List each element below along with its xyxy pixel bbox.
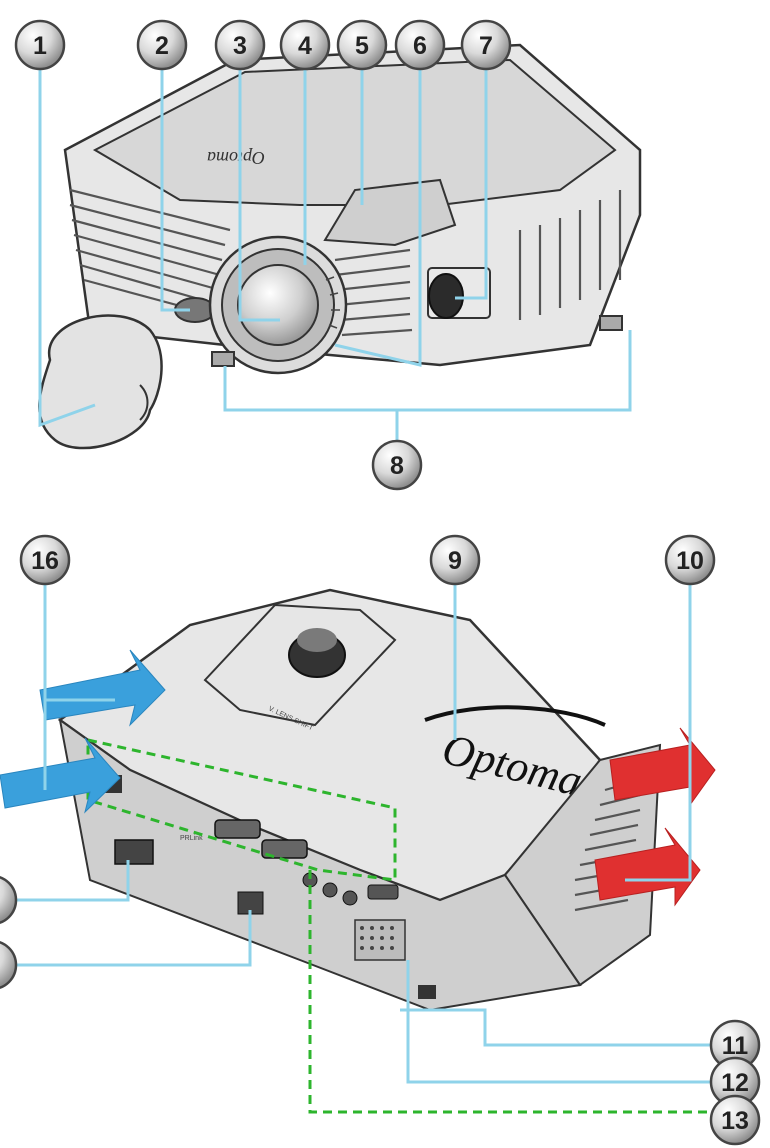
side-grille [518, 190, 622, 320]
front-grille-right [334, 248, 413, 337]
projector-rear-view: V. LENS SHIFT Optoma PRLink [57, 588, 662, 1012]
leaders-bottom [0, 585, 710, 1084]
callout-1-label: 1 [33, 32, 47, 60]
intake-arrows [0, 649, 166, 814]
callout-9: 9 [429, 534, 481, 586]
callout-7: 7 [460, 19, 512, 71]
vga-port-1 [214, 819, 261, 839]
callout-9-label: 9 [448, 547, 462, 575]
kensington-lock [418, 985, 436, 999]
callout-1: 1 [14, 19, 66, 71]
callout-6-label: 6 [413, 32, 427, 60]
callout-2: 2 [136, 19, 188, 71]
callout-10-label: 10 [676, 547, 704, 575]
projector-front-view: Optoma [63, 43, 642, 375]
callout-cutoff-upper [0, 876, 18, 924]
top-brand-text: Optoma [207, 148, 265, 168]
callout-10: 10 [664, 534, 716, 586]
callout-3-label: 3 [233, 32, 247, 60]
callouts: 1 2 3 4 5 6 7 8 [0, 19, 761, 1146]
callout-12: 12 [709, 1056, 761, 1108]
io-panel-highlight [86, 738, 397, 882]
callout-4-label: 4 [298, 32, 312, 60]
callout-cutoff-lower [0, 941, 18, 989]
callout-5-label: 5 [355, 32, 369, 60]
vga-port-2 [261, 839, 308, 859]
audio-jack-2 [322, 882, 338, 898]
callout-6: 6 [394, 19, 446, 71]
audio-jack-3 [342, 890, 358, 906]
port-label: PRLink [180, 835, 203, 842]
callout-5: 5 [336, 19, 388, 71]
hdmi-port [367, 884, 399, 900]
callout-16-label: 16 [31, 547, 59, 575]
tilt-foot-right [599, 315, 623, 331]
callout-11: 11 [709, 1019, 761, 1071]
callout-12-label: 12 [721, 1069, 749, 1097]
callout-11-label: 11 [722, 1032, 749, 1060]
leaders-top [38, 70, 632, 440]
lens-cap [38, 314, 163, 450]
callout-3: 3 [214, 19, 266, 71]
projection-lens [237, 264, 319, 346]
front-grille-left [69, 188, 231, 320]
callout-8: 8 [371, 439, 423, 491]
power-socket [114, 839, 154, 865]
callout-13: 13 [709, 1094, 761, 1146]
callout-2-label: 2 [155, 32, 169, 60]
speaker-grille [354, 919, 406, 961]
callout-13-label: 13 [721, 1107, 749, 1135]
callout-7-label: 7 [479, 32, 493, 60]
callout-4: 4 [279, 19, 331, 71]
callout-16: 16 [19, 534, 71, 586]
tilt-foot-left [211, 351, 235, 367]
callout-8-label: 8 [390, 452, 404, 480]
lens-shift-knob [428, 273, 464, 319]
